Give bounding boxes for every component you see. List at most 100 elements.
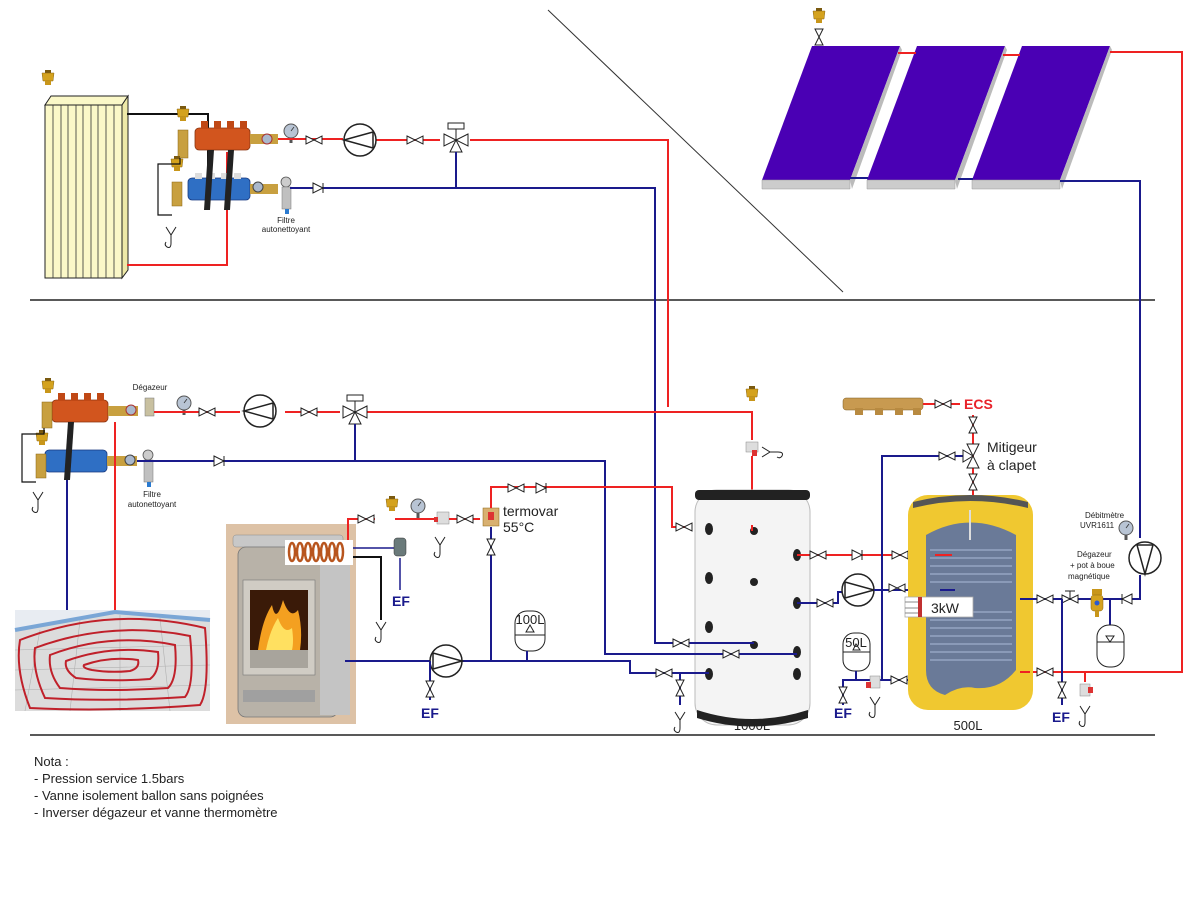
solar-panel — [866, 46, 1007, 190]
safety-valve — [1079, 683, 1093, 697]
manifold-flow-top — [194, 121, 278, 151]
mitigeur-label: Mitigeur — [987, 439, 1037, 455]
degazeur-label: Dégazeur — [133, 383, 168, 392]
gate-valve-icon — [809, 550, 827, 560]
pressure-gauge-icon — [1118, 520, 1134, 541]
roof-line — [547, 9, 844, 293]
gate-valve-icon — [357, 514, 375, 524]
air-vent-icon — [41, 377, 55, 394]
buffer-tank-1000l — [694, 489, 811, 727]
air-vent-icon — [176, 105, 190, 122]
gate-valve-icon — [425, 680, 435, 698]
drain-siphon-icon — [433, 536, 446, 558]
manifold-flow-bottom — [51, 393, 155, 423]
mitigeur-label-2: à clapet — [987, 457, 1036, 473]
gate-valve-icon — [486, 538, 496, 556]
gate-valve-icon — [406, 135, 424, 145]
radiator — [44, 94, 129, 280]
gate-valve-icon — [934, 399, 952, 409]
gate-valve-icon — [838, 686, 848, 704]
notes-title: Nota : — [34, 754, 69, 769]
degazeur-pot-label-2: + pot à boue — [1070, 561, 1115, 570]
ef-label-pump: EF — [421, 705, 439, 721]
gate-valve-icon — [300, 407, 318, 417]
degazeur-pot-label: Dégazeur — [1077, 550, 1112, 559]
circulator-pump-icon[interactable] — [343, 123, 377, 157]
gate-valve-icon — [675, 679, 685, 697]
manifold-return-top — [187, 173, 278, 201]
drain-siphon-icon — [673, 711, 686, 733]
underfloor-heating-image — [14, 609, 211, 712]
note-item: - Inverser dégazeur et vanne thermomètre — [34, 805, 278, 820]
ecs-label: ECS — [964, 396, 993, 412]
balancing-valve — [1061, 590, 1079, 604]
self-cleaning-filter — [142, 449, 154, 487]
filter-label-top-2: autonettoyant — [262, 225, 311, 234]
thermostatic-valve[interactable] — [482, 507, 500, 527]
gate-valve-icon — [816, 598, 834, 608]
drain-siphon-icon — [868, 696, 881, 718]
expansion-vessel-50 — [842, 632, 871, 680]
drain-siphon-icon — [164, 226, 177, 248]
gate-valve-icon — [814, 28, 824, 46]
solar-panel — [971, 46, 1112, 190]
termovar-label: termovar — [503, 503, 559, 519]
solar-panel — [761, 46, 902, 190]
gate-valve-icon — [938, 451, 956, 461]
debitmetre-label-2: UVR1611 — [1080, 521, 1115, 530]
ecs-distribution-manifold — [842, 397, 924, 415]
safety-valve — [434, 511, 450, 525]
air-vent-icon — [35, 429, 49, 446]
debitmetre-label: Débitmètre — [1085, 511, 1125, 520]
drain-siphon-icon — [761, 446, 783, 459]
dirt-separator — [1090, 589, 1104, 617]
expansion-vessel-100 — [514, 610, 546, 661]
note-item: - Vanne isolement ballon sans poignées — [34, 788, 264, 803]
three-way-valve-icon[interactable] — [342, 394, 368, 425]
mixing-valve-icon[interactable] — [962, 443, 980, 469]
expansion-vessel-solar — [1096, 599, 1125, 668]
three-way-valve-icon[interactable] — [443, 122, 469, 153]
circulator-pump-icon[interactable] — [429, 644, 463, 678]
self-cleaning-filter — [280, 176, 292, 214]
filter-label-bottom-2: autonettoyant — [128, 500, 177, 509]
air-vent-icon — [812, 7, 826, 24]
check-valve-icon — [535, 482, 547, 494]
note-item: - Pression service 1.5bars — [34, 771, 185, 786]
ef-label-500l: EF — [1052, 709, 1070, 725]
gate-valve-icon — [968, 473, 978, 491]
drain-siphon-icon — [1078, 705, 1091, 727]
gate-valve-icon — [1057, 681, 1067, 699]
gate-valve-icon — [655, 668, 673, 678]
degazeur-pot-label-3: magnétique — [1068, 572, 1110, 581]
solar-flow-pipe — [1030, 51, 1183, 673]
heater-3kw-label: 3kW — [931, 600, 960, 616]
filter-label-top: Filtre — [277, 216, 295, 225]
thermal-discharge-valve — [393, 537, 407, 557]
pellet-stove-image — [226, 524, 356, 724]
safety-valve — [745, 441, 759, 456]
ef-label-stove: EF — [392, 593, 410, 609]
ef-label-50l: EF — [834, 705, 852, 721]
solar-collectors — [761, 7, 1112, 190]
pressure-gauge-icon — [283, 123, 299, 144]
circulator-pump-icon[interactable] — [1128, 541, 1162, 575]
gate-valve-icon — [456, 514, 474, 524]
gate-valve-icon — [305, 135, 323, 145]
gate-valve-icon — [891, 550, 909, 560]
drain-siphon-icon — [31, 491, 44, 513]
gate-valve-icon — [1036, 594, 1054, 604]
circulator-pump-icon[interactable] — [243, 394, 277, 428]
circulator-pump-icon[interactable] — [841, 573, 875, 607]
tank-1000l-label: 1000L — [734, 718, 770, 733]
safety-valve — [866, 675, 881, 689]
gate-valve-icon — [890, 675, 908, 685]
gate-valve-icon — [198, 407, 216, 417]
drain-siphon-icon — [374, 621, 387, 643]
air-vent-icon — [745, 385, 759, 402]
gate-valve-icon — [675, 522, 693, 532]
notes-block: Nota : - Pression service 1.5bars - Vann… — [34, 753, 278, 821]
gate-valve-icon — [1036, 667, 1054, 677]
air-vent-icon — [41, 69, 55, 86]
